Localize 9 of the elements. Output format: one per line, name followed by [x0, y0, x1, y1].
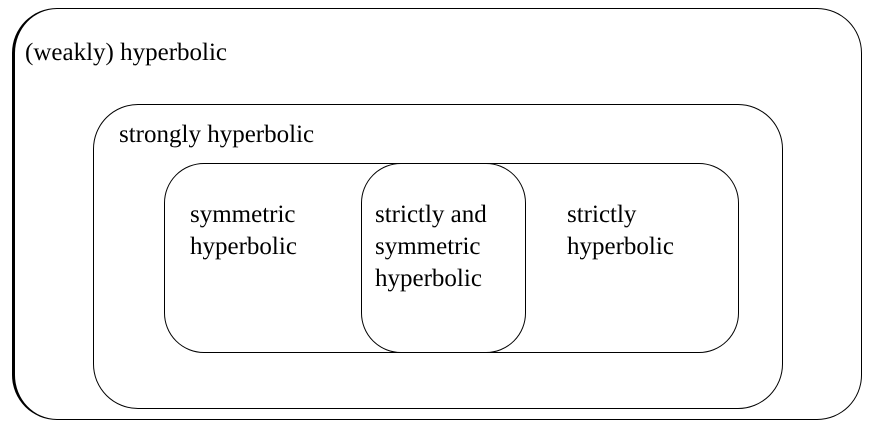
set-label: strictly and symmetric hyperbolic	[375, 200, 488, 294]
set-region	[361, 163, 739, 353]
set-region	[93, 104, 783, 409]
set-label: strictly hyperbolic	[567, 200, 675, 262]
set-label: (weakly) hyperbolic	[25, 38, 228, 68]
set-region	[164, 163, 526, 353]
set-region	[12, 8, 862, 420]
set-label: symmetric hyperbolic	[190, 200, 298, 262]
set-label: strongly hyperbolic	[119, 120, 316, 150]
